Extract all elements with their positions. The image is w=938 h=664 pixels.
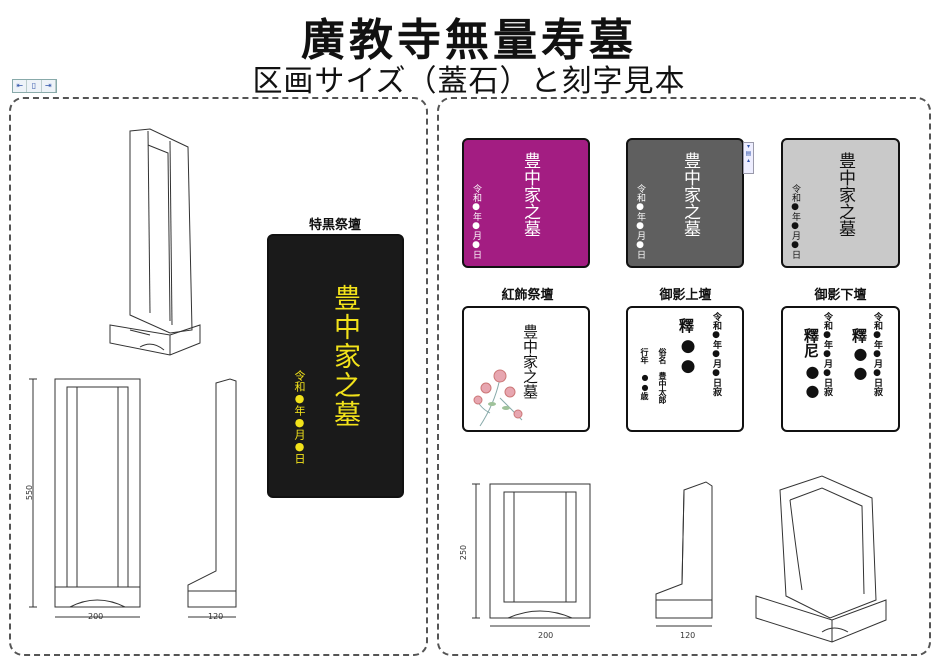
- last-icon[interactable]: ⇥: [42, 80, 56, 92]
- width-dimension: 200: [88, 612, 104, 621]
- height-dimension: 550: [25, 484, 35, 501]
- card-shaku-b: 釋尼: [802, 328, 820, 358]
- card-age: ●●歳: [640, 372, 650, 400]
- tall-isometric-drawing: [109, 128, 201, 356]
- card-main-text: 豊中家之墓: [521, 324, 539, 399]
- card-age-label: 行年: [640, 348, 650, 364]
- right-panel: [437, 97, 931, 656]
- tall-side-elevation: [187, 378, 237, 618]
- sample-card-mikage-lower: 釋 ●● 令和●年●月●日寂 釋尼 ●● 令和●年●月●日寂: [781, 306, 900, 432]
- sample-card-grey: 豊中家之墓 令和●年●月●日 ▾▤▴: [626, 138, 754, 268]
- card-date-text: 令和●年●月●日: [635, 184, 645, 259]
- page-title: 廣教寺無量寿墓: [301, 15, 637, 66]
- card-date-text: 令和●年●月●日寂: [711, 312, 721, 396]
- sample-card-purple: 豊中家之墓 令和●年●月●日: [462, 138, 590, 268]
- card-main-text: 豊中家之墓: [520, 152, 540, 237]
- flower-icon: [473, 369, 523, 427]
- depth-dimension: 120: [208, 612, 224, 621]
- first-icon[interactable]: ⇤: [13, 80, 28, 92]
- card-marks: ●●: [678, 336, 698, 376]
- short-width-dimension: 200: [538, 631, 554, 640]
- card-date-text: 令和●年●月●日: [471, 184, 481, 259]
- short-front-elevation: [472, 483, 591, 627]
- card-name: 豊中太郎: [658, 372, 668, 404]
- card-main-text: 豊中家之墓: [680, 152, 700, 237]
- card-main-text: 豊中家之墓: [835, 152, 855, 237]
- sample-card-lightgrey: 豊中家之墓 令和●年●月●日: [781, 138, 900, 268]
- sample-card-mikage-upper: 釋 ●● 令和●年●月●日寂 俗名 豊中太郎 行年 ●●歳: [626, 306, 744, 432]
- card-date-b: 令和●年●月●日寂: [822, 312, 832, 396]
- card-date-a: 令和●年●月●日寂: [872, 312, 882, 396]
- sample-date-text: 令和●年●月●日: [293, 370, 306, 464]
- card-date-text: 令和●年●月●日: [790, 184, 800, 259]
- short-height-dimension: 250: [459, 544, 469, 561]
- nav-toolbar: ⇤ ▯ ⇥: [12, 79, 57, 93]
- card-marks-a: ●●: [851, 344, 870, 382]
- sample-main-text: 豊中家之墓: [329, 284, 360, 429]
- card-shaku-a: 釋: [850, 328, 868, 343]
- short-side-elevation: [655, 481, 713, 627]
- card-shaku: 釋: [677, 318, 695, 333]
- sample-card-tokkoku: 豊中家之墓 令和●年●月●日: [267, 234, 404, 498]
- short-depth-dimension: 120: [680, 631, 696, 640]
- mini-toolbar-icon[interactable]: ▾▤▴: [743, 142, 754, 174]
- sample-label-koushoku: 紅飾祭壇: [501, 288, 554, 303]
- left-panel: [9, 97, 428, 656]
- sample-label-tokkoku: 特黒祭壇: [308, 218, 361, 233]
- sample-label-mikage-lower: 御影下壇: [814, 288, 867, 303]
- page-subtitle: 区画サイズ（蓋石）と刻字見本: [252, 64, 686, 99]
- sample-card-flower: 豊中家之墓: [462, 306, 590, 432]
- page-icon[interactable]: ▯: [27, 80, 42, 92]
- card-name-label: 俗名: [658, 348, 668, 364]
- tall-front-elevation: [29, 378, 141, 618]
- sample-label-mikage-upper: 御影上壇: [659, 288, 712, 303]
- card-marks-b: ●●: [803, 362, 822, 400]
- short-isometric-drawing: [755, 475, 887, 643]
